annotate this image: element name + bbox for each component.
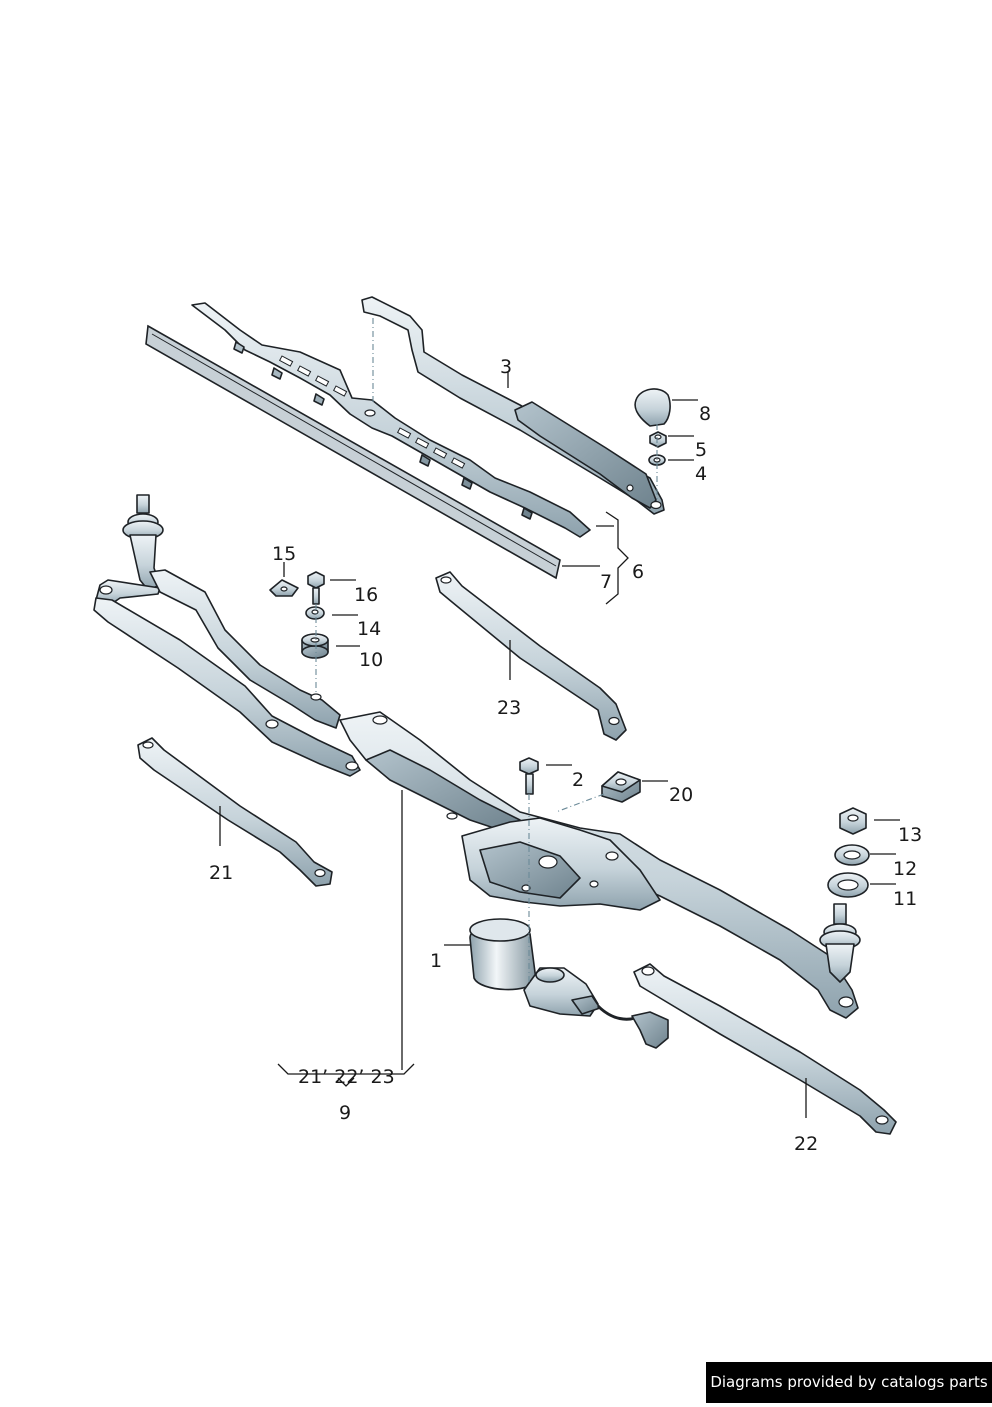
- wiper-arm: [361, 296, 665, 515]
- wiper-blade-rubber: [145, 324, 561, 580]
- mounting-bolt: [519, 757, 539, 795]
- callout-23: 23: [497, 697, 521, 719]
- callout-6: 6: [632, 561, 644, 583]
- square-nut: [601, 771, 641, 803]
- callout-11: 11: [893, 888, 917, 910]
- callout-10: 10: [359, 649, 383, 671]
- callout-22: 22: [794, 1133, 818, 1155]
- callout-9-contents: 21’ 22’ 23: [298, 1066, 395, 1088]
- callout-3: 3: [500, 356, 512, 378]
- alignment-lines: [315, 318, 658, 985]
- wiper-blade-frame: [191, 302, 591, 538]
- callout-15: 15: [272, 543, 296, 565]
- motor-mount-plate: [461, 817, 661, 911]
- washer-medium: [834, 844, 870, 866]
- wiper-motor: [469, 918, 669, 1049]
- hex-nut-small: [649, 431, 667, 448]
- callout-2: 2: [572, 769, 584, 791]
- right-pivot-spindle: [819, 903, 861, 983]
- callout-labels: 3 8 5 4 6 7 15 16 14 10 23 2 20 13 12 11…: [209, 356, 922, 1155]
- callout-14: 14: [357, 618, 381, 640]
- callout-16: 16: [354, 584, 378, 606]
- push-rod-21: [137, 737, 333, 887]
- push-rod-23: [435, 571, 627, 741]
- cover-cap: [634, 388, 671, 427]
- callout-20: 20: [669, 784, 693, 806]
- washer-large: [827, 872, 869, 898]
- rubber-bushing: [301, 633, 329, 659]
- callout-9: 9: [339, 1102, 351, 1124]
- callout-8: 8: [699, 403, 711, 425]
- credit-banner: Diagrams provided by catalogs parts: [706, 1362, 992, 1403]
- callout-4: 4: [695, 463, 707, 485]
- callout-5: 5: [695, 439, 707, 461]
- callout-7: 7: [600, 571, 612, 593]
- hex-bolt-small: [307, 571, 325, 605]
- callout-12: 12: [893, 858, 917, 880]
- hex-nut-large: [839, 807, 867, 835]
- spacer-nut: [305, 606, 325, 620]
- callout-21: 21: [209, 862, 233, 884]
- wiper-linkage-frame: [93, 569, 361, 777]
- leader-lines: [219, 372, 900, 1118]
- push-rod-22: [633, 963, 897, 1135]
- callout-13: 13: [898, 824, 922, 846]
- callout-1: 1: [430, 950, 442, 972]
- clip-bracket: [269, 579, 299, 597]
